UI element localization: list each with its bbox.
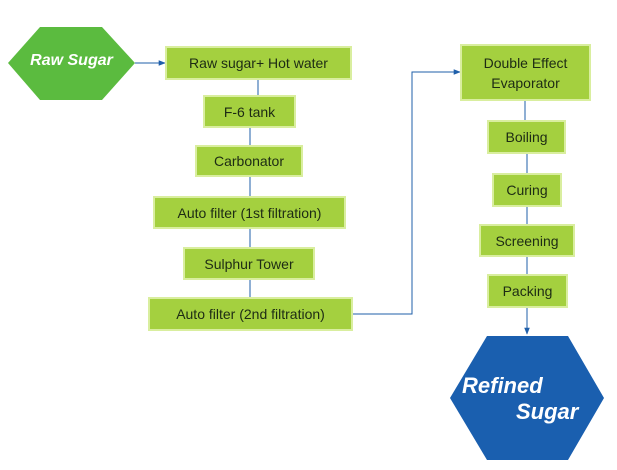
raw-sugar-hexagon [8, 27, 135, 100]
refined-sugar-label-line2: Sugar [516, 399, 579, 424]
step-curing: Curing [492, 173, 562, 207]
step-boiling: Boiling [487, 120, 566, 154]
step-f6-tank: F-6 tank [203, 95, 296, 128]
step-double-effect-evaporator: Double Effect Evaporator [460, 44, 591, 101]
step-sulphur-tower: Sulphur Tower [183, 247, 315, 280]
step-screening: Screening [479, 224, 575, 257]
step-auto-filter-2nd: Auto filter (2nd filtration) [148, 297, 353, 331]
connector-left-to-right [353, 69, 461, 315]
raw-sugar-label: Raw Sugar [30, 52, 113, 69]
refined-sugar-hexagon [450, 336, 604, 460]
step-carbonator: Carbonator [195, 145, 303, 177]
step-raw-sugar-hot-water: Raw sugar+ Hot water [165, 46, 352, 80]
refined-sugar-label-line1: Refined [462, 373, 543, 398]
step-auto-filter-1st: Auto filter (1st filtration) [153, 196, 346, 229]
step-packing: Packing [487, 274, 568, 308]
